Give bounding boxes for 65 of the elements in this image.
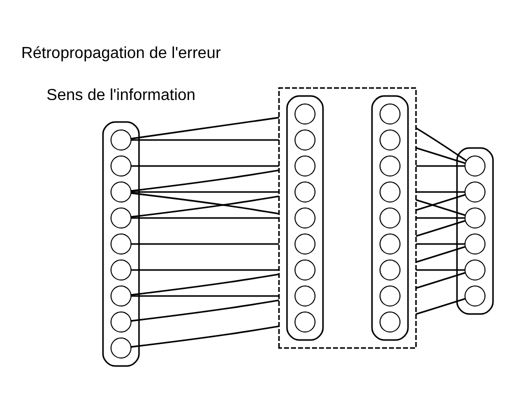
node-circle (294, 312, 316, 332)
node-circle (464, 234, 486, 254)
node-circle (380, 182, 400, 202)
connector (130, 169, 280, 192)
cluster (286, 95, 324, 341)
connector (130, 325, 280, 348)
node-circle (110, 156, 132, 176)
connector (416, 127, 467, 162)
cluster (456, 147, 494, 315)
connector (131, 165, 279, 167)
connector (416, 246, 466, 263)
connector (131, 191, 279, 193)
connector (416, 191, 465, 193)
node-circle (380, 234, 400, 254)
node-circle (110, 260, 132, 280)
node-circle (380, 208, 400, 228)
connector (131, 139, 279, 141)
connector (416, 194, 466, 211)
node-circle (294, 156, 316, 176)
node-circle (294, 260, 316, 280)
connector (131, 269, 279, 271)
connector (416, 243, 465, 245)
connector (416, 165, 465, 167)
node-circle (110, 312, 132, 332)
node-circle (380, 260, 400, 280)
connector (130, 299, 280, 322)
node-circle (380, 312, 400, 332)
cluster (371, 95, 409, 341)
node-circle (464, 156, 486, 176)
connector (131, 243, 279, 245)
node-circle (380, 104, 400, 124)
connector (416, 217, 465, 219)
node-circle (380, 156, 400, 176)
connector (131, 217, 279, 219)
connector (131, 116, 280, 140)
node-circle (110, 286, 132, 306)
node-circle (294, 182, 316, 202)
node-circle (464, 208, 486, 228)
connector (416, 298, 466, 315)
node-circle (380, 286, 400, 306)
node-circle (110, 182, 132, 202)
node-circle (464, 260, 486, 280)
node-circle (294, 130, 316, 150)
node-circle (110, 208, 132, 228)
connector (130, 273, 280, 296)
node-circle (294, 234, 316, 254)
connector (416, 199, 466, 216)
node-circle (110, 234, 132, 254)
connector (131, 295, 279, 297)
node-circle (294, 286, 316, 306)
node-circle (110, 338, 132, 358)
cluster (278, 87, 417, 349)
label: Rétropropagation de l'erreur (21, 44, 221, 62)
node-circle (380, 130, 400, 150)
connector (416, 220, 466, 237)
node-circle (464, 286, 486, 306)
node-circle (294, 104, 316, 124)
connector (416, 272, 466, 289)
node-circle (294, 208, 316, 228)
node-circle (464, 182, 486, 202)
label: Sens de l'information (46, 86, 196, 104)
connector (416, 147, 466, 164)
node-circle (110, 130, 132, 150)
connector (416, 269, 465, 271)
cluster (102, 121, 140, 367)
